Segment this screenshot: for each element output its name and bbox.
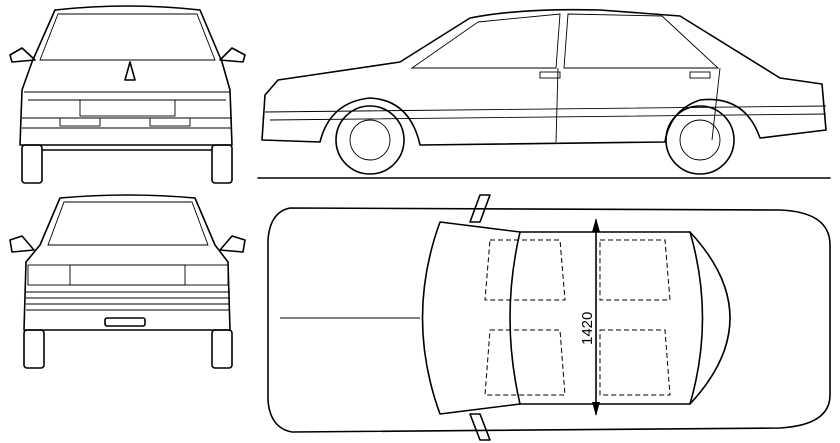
front-view: [9, 5, 246, 184]
top-view: 1420: [267, 194, 831, 441]
width-dimension-label: 1420: [579, 312, 596, 345]
rear-view: [9, 194, 246, 369]
side-view: [257, 8, 831, 179]
